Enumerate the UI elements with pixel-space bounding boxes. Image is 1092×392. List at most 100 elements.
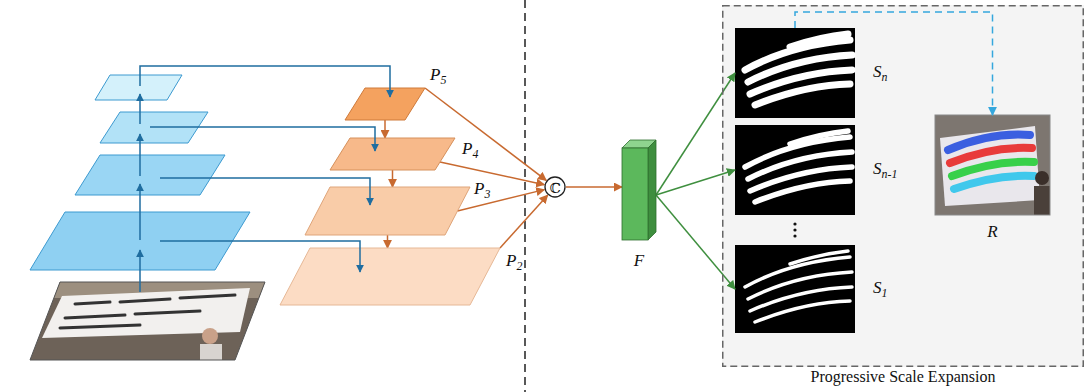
connector-arrow [500,195,548,248]
panel-ground [722,5,1084,367]
pse-panel: SnSn-1S1RProgressive Scale Expansion [722,5,1084,367]
lateral-arrow [160,178,370,205]
photo-person [202,328,218,344]
symbol-letter: P [430,65,440,84]
banner-stroke [65,315,125,318]
symbol-label: R [987,223,997,242]
symbol-subscript: n [882,69,888,83]
divider-line [524,0,526,392]
result-banner [940,126,1040,206]
symbol-label: P2 [506,252,522,273]
label-holder: S1 [873,279,887,300]
symbol-subscript: 5 [440,73,446,87]
backbone-arrow [139,134,141,176]
slab-front [622,148,648,240]
band [954,176,1034,189]
result-frame [935,115,1050,215]
input-image [25,278,270,364]
symbol-letter: P [462,139,472,158]
banner-stroke [135,311,200,314]
connector-arrow [440,162,544,185]
label-holder: F [634,252,644,271]
label-holder: P4 [462,140,478,161]
result-bands [948,135,1034,189]
lateral-arrow [160,241,360,272]
feature-map-shape [330,138,455,170]
backbone-arrow [139,184,141,240]
operator-symbol: ℂ [549,181,560,196]
result-photo [935,115,1050,215]
kernel-ground [735,28,855,118]
label-holder: Sn [873,63,887,84]
result-map: R [935,115,1050,215]
kernel-bands [745,131,852,202]
connector-arrow [795,12,993,115]
fused-feature-map-shape [622,140,656,240]
symbol-label: P4 [462,140,478,161]
label-holder: ℂ [549,179,560,197]
symbol-letter: P [474,179,484,198]
input-photo [25,278,270,364]
photo-ground [25,278,270,364]
backbone-arrow [139,94,141,124]
feature-map: P3 [305,187,470,235]
connector-arrow [566,186,622,188]
result-person [1034,186,1050,215]
result-person [1035,171,1049,185]
symbol-label: P3 [474,180,490,201]
connector-arrow [384,120,386,138]
symbol-subscript: 1 [882,285,888,299]
symbol-label: P5 [430,66,446,87]
kernel-bands [745,34,852,105]
backbone-arrow [139,250,141,292]
feature-plane [305,187,470,235]
symbol-subscript: 4 [472,147,478,161]
symbol-subscript: n-1 [882,166,898,180]
feature-map-shape [345,88,425,120]
fused-feature-map: F [622,140,656,240]
lateral-arrow [150,127,375,151]
symbol-subscript: 2 [516,259,522,273]
feature-plane [280,248,500,305]
photo-banner [42,288,250,338]
feature-map-shape [305,187,470,235]
backbone-map [100,112,208,143]
symbol-label: Sn [873,63,887,84]
symbol-letter: P [506,251,516,270]
symbol-subscript: 3 [484,187,490,201]
pse-panel-shape [722,5,1084,367]
concat-circle: ℂ [544,176,566,198]
dot [793,222,796,225]
banner-stroke [120,299,170,302]
banner-stroke [75,302,110,304]
feature-map: P4 [330,138,455,170]
symbol-letter: S [873,159,882,178]
symbol-label: Sn-1 [873,160,897,181]
label-holder: R [987,223,997,242]
kernel-map: S1 [735,245,855,333]
dot [793,228,796,231]
label-holder: P3 [474,180,490,201]
feature-plane [330,138,455,170]
kernel-map: Sn-1 [735,125,855,215]
banner-stroke [60,325,140,328]
input-frame [30,282,265,360]
kernel-map: Sn [735,28,855,118]
result-image [935,115,1052,216]
backbone [30,75,250,270]
banner-stroke [180,295,235,298]
backbone-arrow-group [140,66,390,292]
label-holder: Sn-1 [873,160,897,181]
label-holder: P2 [506,252,522,273]
ellipsis-dots [793,222,796,237]
kernel-ground [735,245,855,333]
concat-ring [545,177,565,197]
backbone-map [95,75,182,100]
symbol-letter: S [873,278,882,297]
symbol-letter: S [873,62,882,81]
photo-person [200,344,222,364]
banner-strokes [60,295,235,328]
kernel-images [735,28,855,333]
